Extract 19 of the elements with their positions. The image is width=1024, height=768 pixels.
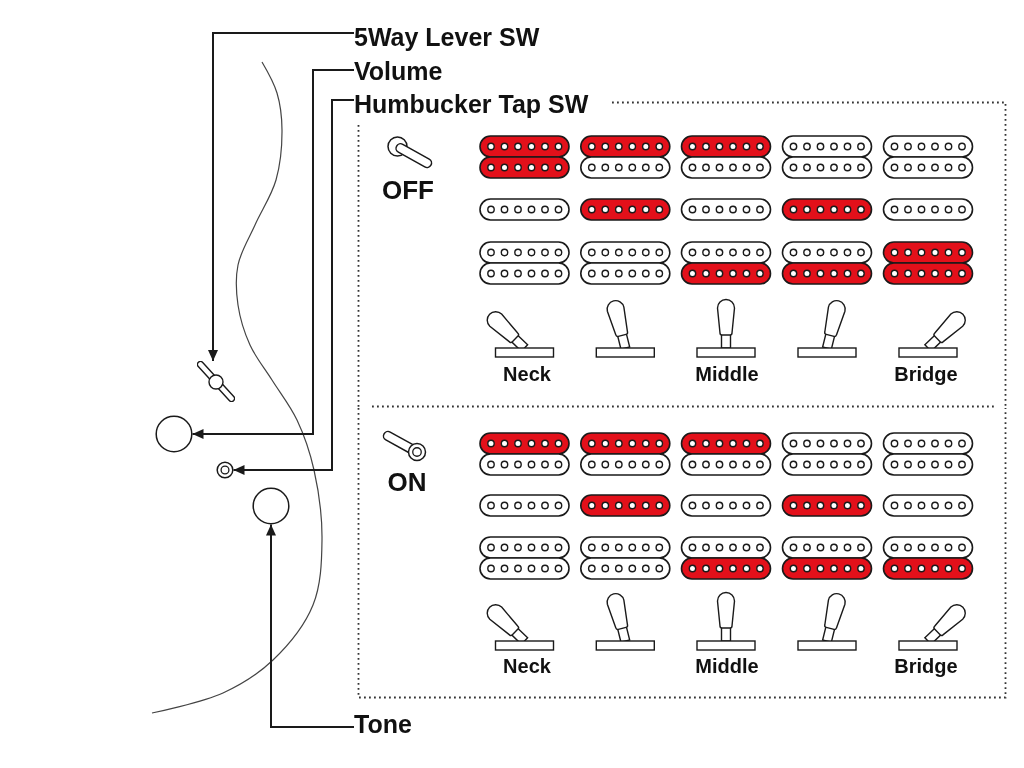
callout-label: Humbucker Tap SW: [354, 92, 589, 117]
leader-arrow: [208, 32, 355, 362]
knob-icon: [252, 487, 290, 525]
position-label: Middle: [695, 656, 759, 676]
leader-arrow: [266, 523, 355, 728]
knob-icon: [155, 415, 193, 453]
callout-label: 5Way Lever SW: [354, 25, 540, 50]
ring-icon: [216, 461, 234, 479]
position-label: Neck: [503, 364, 551, 384]
position-label: Neck: [503, 656, 551, 676]
callout-label: Tone: [354, 712, 412, 737]
state-label: OFF: [382, 177, 434, 203]
position-label: Bridge: [894, 364, 958, 384]
leader-arrow: [191, 69, 355, 439]
position-label: Bridge: [894, 656, 958, 676]
state-label: ON: [387, 469, 427, 495]
callout-label: Volume: [354, 59, 443, 84]
position-label: Middle: [695, 364, 759, 384]
leader-arrow: [232, 99, 355, 475]
